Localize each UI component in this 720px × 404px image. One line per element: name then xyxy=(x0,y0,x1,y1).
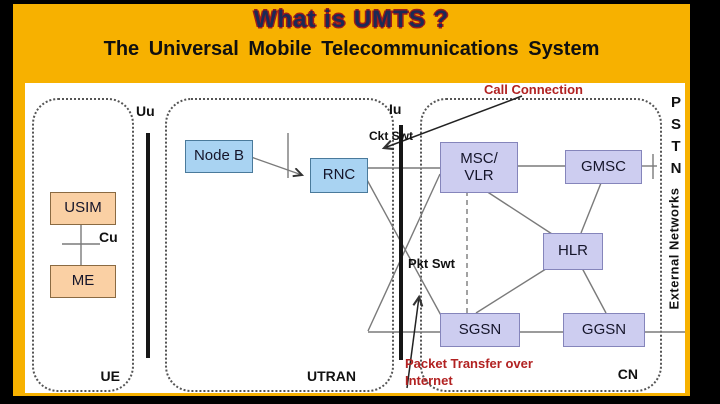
node-hlr-label: HLR xyxy=(557,242,588,260)
node-rnc: RNC xyxy=(310,158,368,193)
page-subtitle: The Universal Mobile Telecommunications … xyxy=(103,38,600,60)
interface-uu-label: Uu xyxy=(136,103,155,119)
node-me-label: ME xyxy=(71,272,95,290)
pstn-letter-n: N xyxy=(670,160,682,177)
node-gmsc-label: GMSC xyxy=(581,157,626,175)
node-usim-label: USIM xyxy=(64,199,102,217)
interface-iu-label: Iu xyxy=(389,101,402,117)
pstn-letter-s: S xyxy=(670,116,681,133)
interface-cu-label: Cu xyxy=(99,229,118,245)
group-utran: UTRAN xyxy=(165,98,394,392)
node-msc-vlr-line2: VLR xyxy=(464,166,494,184)
node-usim: USIM xyxy=(50,192,116,225)
annotation-pkt-swt: Pkt Swt xyxy=(408,256,455,271)
pstn-letter-p: P xyxy=(670,94,681,111)
node-msc-vlr-line1: MSC/ xyxy=(460,150,498,167)
annotation-packet-transfer-line1: Packet Transfer over xyxy=(405,356,533,371)
group-cn-label: CN xyxy=(617,366,638,382)
node-ggsn-label: GGSN xyxy=(581,320,627,338)
annotation-ckt-swt: Ckt Swt xyxy=(369,129,414,143)
group-ue-label: UE xyxy=(100,368,120,384)
pstn-letter-t: T xyxy=(671,138,681,155)
page-title: What is UMTS ? xyxy=(253,6,450,33)
annotation-call-connection: Call Connection xyxy=(484,82,583,97)
group-utran-label: UTRAN xyxy=(307,368,356,384)
node-node-b-label: Node B xyxy=(193,147,245,165)
interface-uu-line xyxy=(146,133,150,358)
external-networks-label: External Networks xyxy=(666,187,682,310)
node-sgsn: SGSN xyxy=(440,313,520,347)
node-rnc-label: RNC xyxy=(322,166,356,184)
node-sgsn-label: SGSN xyxy=(458,320,502,338)
pstn-label: P S T N xyxy=(666,92,686,180)
node-msc-vlr: MSC/ VLR xyxy=(440,142,518,193)
interface-iu-line xyxy=(399,125,403,360)
group-cn: CN xyxy=(420,98,662,392)
node-gmsc: GMSC xyxy=(565,150,642,184)
annotation-packet-transfer-line2: Internet xyxy=(405,372,453,388)
node-node-b: Node B xyxy=(185,140,253,173)
node-ggsn: GGSN xyxy=(563,313,645,347)
group-ue: UE xyxy=(32,98,134,392)
node-hlr: HLR xyxy=(543,233,603,270)
node-me: ME xyxy=(50,265,116,298)
